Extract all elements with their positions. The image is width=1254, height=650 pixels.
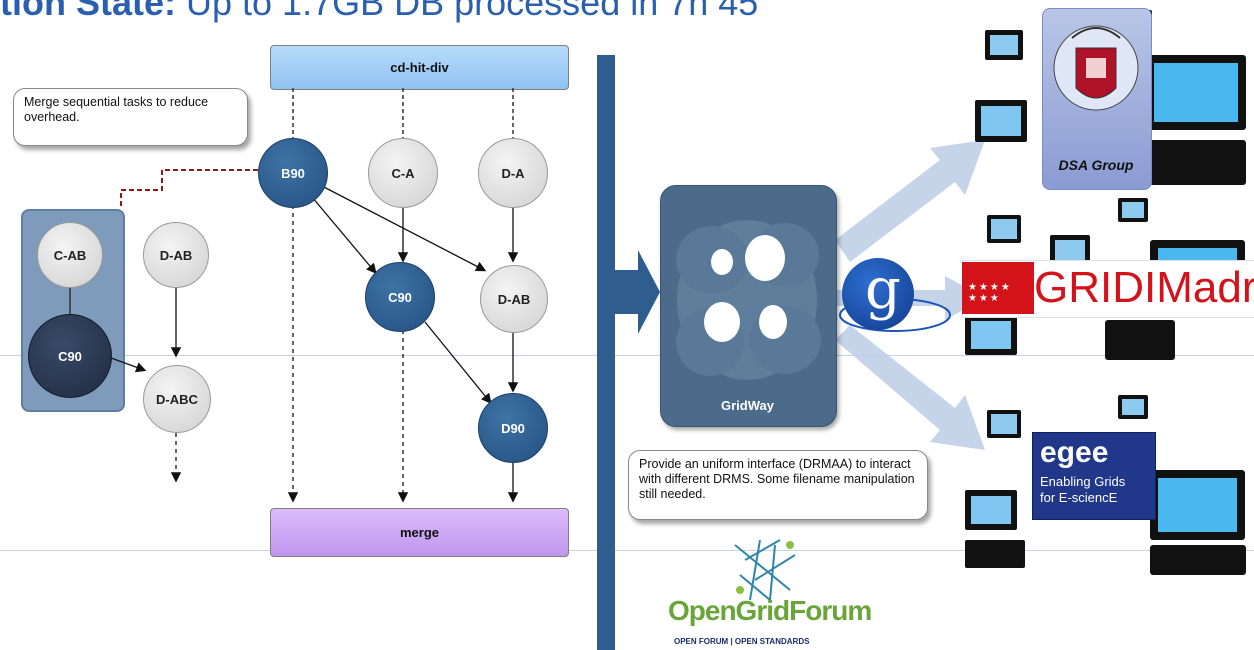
node-c-ab: C-AB — [37, 222, 103, 288]
node-c90-merged-label: C90 — [58, 348, 82, 364]
drmaa-callout-text: Provide an uniform interface (DRMAA) to … — [639, 457, 915, 501]
cd-hit-div-label: cd-hit-div — [390, 60, 449, 75]
gridimadrid-label: GRIDIMadrid — [1034, 263, 1254, 312]
egee-logo: egee — [1040, 436, 1109, 469]
slide-title: tion State: Up to 1.7GB DB processed in … — [0, 0, 766, 23]
node-d-ab-left-label: D-AB — [159, 247, 193, 263]
monitor-icon — [975, 10, 1246, 185]
fan-arrow-up — [835, 140, 985, 262]
ogf-mesh-icon — [734, 539, 796, 601]
node-d-ab: D-AB — [480, 265, 548, 333]
arrow-into-gridway — [615, 250, 660, 334]
drmaa-callout: Provide an uniform interface (DRMAA) to … — [628, 450, 928, 520]
node-c90: C90 — [365, 262, 435, 332]
ogf-logo-text: OpenGridForum — [668, 595, 872, 626]
node-d-a-label: D-A — [501, 165, 525, 181]
cd-hit-div-bar: cd-hit-div — [270, 45, 569, 90]
merge-bar: merge — [270, 508, 569, 557]
grid-logo-icon — [842, 258, 914, 330]
guide-line — [0, 355, 1254, 356]
madrid-stars-icon: ★★★★★★★ — [968, 282, 1012, 304]
node-d-a: D-A — [478, 138, 548, 208]
ogf-tagline: OPEN FORUM | OPEN STANDARDS — [674, 637, 810, 646]
node-b90: B90 — [258, 138, 328, 208]
merge-callout-text: Merge sequential tasks to reduce overhea… — [24, 95, 209, 124]
slide-title-bold: tion State: — [0, 0, 176, 23]
node-d-ab-left: D-AB — [143, 222, 209, 288]
merge-label: merge — [399, 525, 440, 540]
node-c-ab-label: C-AB — [53, 247, 87, 263]
node-d-ab-label: D-AB — [497, 291, 531, 307]
node-c90-merged: C90 — [28, 314, 112, 398]
madrid-flag-icon — [962, 262, 1034, 314]
node-d-abc: D-ABC — [143, 365, 211, 433]
gridway-cloud-overlay — [676, 220, 821, 380]
crest-emblem — [1053, 25, 1139, 111]
node-c90-label: C90 — [388, 289, 412, 305]
section-divider-bar — [597, 55, 615, 650]
egee-box — [1032, 432, 1156, 520]
node-c-a-label: C-A — [391, 165, 415, 181]
node-d90-label: D90 — [501, 420, 525, 436]
egee-line-2: for E-sciencE — [1040, 490, 1118, 505]
gridway-label: GridWay — [721, 398, 774, 413]
slide-title-rest: Up to 1.7GB DB processed in 7h 45' — [176, 0, 766, 23]
egee-line-1: Enabling Grids — [1040, 474, 1126, 489]
node-d90: D90 — [478, 393, 548, 463]
merge-callout: Merge sequential tasks to reduce overhea… — [13, 88, 248, 146]
node-c-a: C-A — [368, 138, 438, 208]
node-d-abc-label: D-ABC — [156, 391, 198, 407]
node-b90-label: B90 — [281, 165, 305, 181]
monitor-icon — [965, 395, 1246, 575]
guide-line — [0, 550, 1254, 551]
dsa-group-label: DSA Group — [1058, 157, 1134, 173]
grid-logo-letter: g — [865, 257, 901, 322]
fan-arrow-down — [835, 325, 985, 450]
